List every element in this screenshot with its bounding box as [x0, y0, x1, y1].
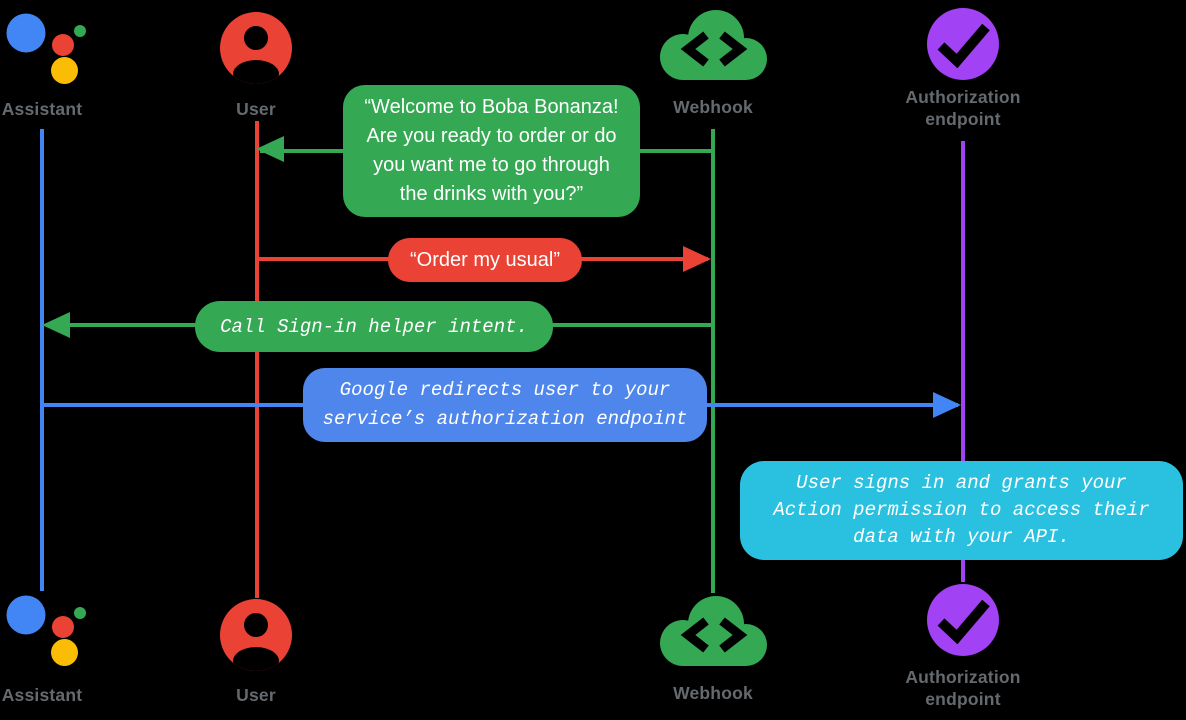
message-grants-line: data with your API.	[853, 526, 1070, 548]
message-welcome-line: “Welcome to Boba Bonanza!	[364, 96, 619, 118]
webhook-cloud-code-icon	[660, 10, 767, 80]
message-welcome-line: you want me to go through	[373, 154, 610, 176]
message-redirect-line: service’s authorization endpoint	[322, 408, 688, 430]
message-welcome: “Welcome to Boba Bonanza! Are you ready …	[343, 85, 640, 217]
actor-label-assistant: Assistant	[1, 685, 83, 705]
user-person-icon	[220, 12, 292, 84]
message-welcome-line: Are you ready to order or do	[366, 125, 617, 147]
actor-label-assistant: Assistant	[1, 99, 83, 119]
google-assistant-icon	[6, 13, 86, 84]
check-circle-icon	[927, 584, 999, 656]
actor-label-webhook: Webhook	[673, 97, 753, 117]
lifeline-user	[255, 121, 259, 598]
actor-label-authorization-endpoint: Authorization endpoint	[905, 87, 1021, 129]
actor-label-authorization-endpoint: Authorization endpoint	[905, 667, 1021, 709]
user-person-icon	[220, 599, 292, 671]
google-assistant-icon	[6, 595, 86, 666]
message-signin: Call Sign-in helper intent.	[195, 301, 553, 352]
lifeline-authorization-endpoint	[961, 141, 965, 582]
check-circle-icon	[927, 8, 999, 80]
arrowhead-redirect	[933, 392, 961, 418]
arrowhead-signin	[42, 312, 70, 338]
message-welcome-line: the drinks with you?”	[399, 183, 584, 205]
webhook-cloud-code-icon	[660, 596, 767, 666]
message-signin-text: Call Sign-in helper intent.	[220, 315, 528, 338]
message-redirect: Google redirects user to your service’s …	[303, 368, 707, 442]
arrowhead-order	[683, 246, 711, 272]
message-redirect-line: Google redirects user to your	[339, 379, 671, 401]
actor-label-webhook: Webhook	[673, 683, 753, 703]
actor-label-user: User	[236, 99, 276, 119]
message-grants-line: User signs in and grants your	[796, 472, 1127, 494]
arrowhead-welcome	[256, 136, 284, 162]
message-order-text: “Order my usual”	[409, 248, 561, 271]
message-grants: User signs in and grants your Action per…	[740, 461, 1183, 560]
lifeline-assistant	[40, 129, 44, 591]
actor-label-user: User	[236, 685, 276, 705]
lifeline-webhook	[711, 129, 715, 593]
message-order: “Order my usual”	[388, 238, 582, 282]
message-grants-line: Action permission to access their	[773, 499, 1150, 521]
